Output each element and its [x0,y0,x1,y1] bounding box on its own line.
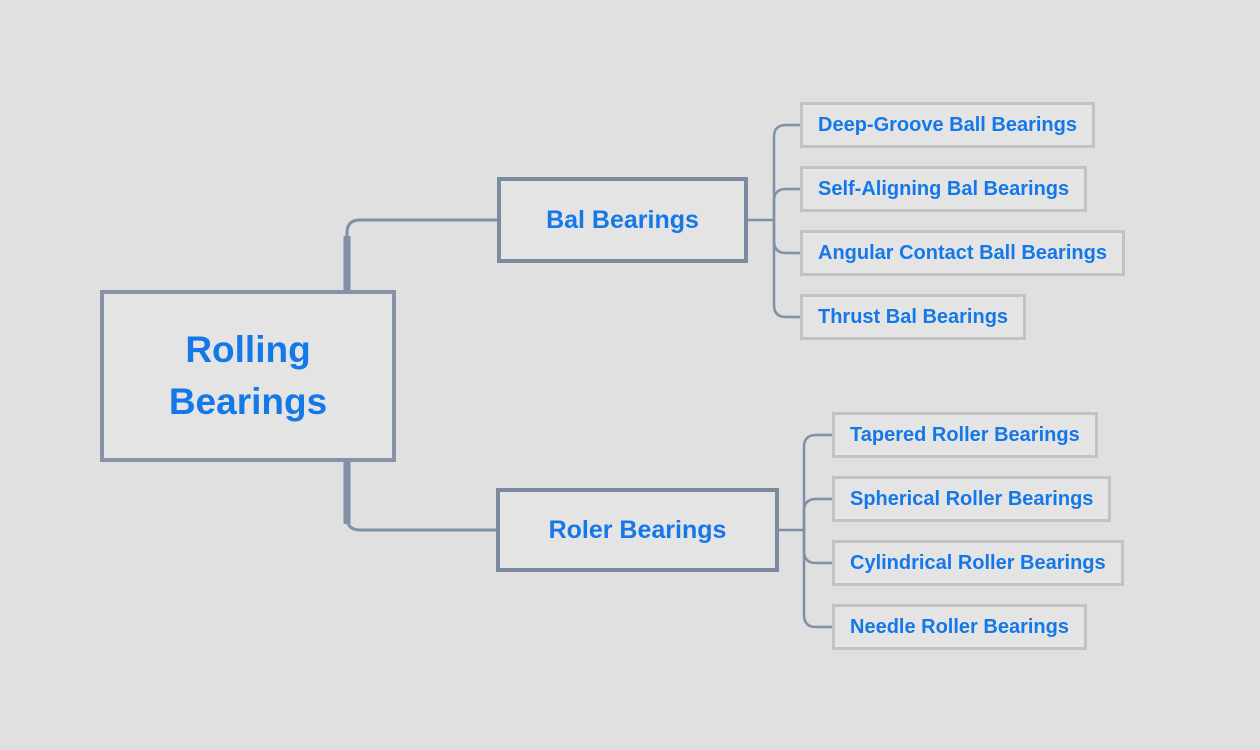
leaf-node-thrust-ball-bearings[interactable]: Thrust Bal Bearings [800,294,1027,340]
leaf-node-cylindrical-roller-bearings[interactable]: Cylindrical Roller Bearings [832,540,1124,586]
leaf-node-needle-roller-bearings[interactable]: Needle Roller Bearings [832,604,1087,650]
root-node-rolling-bearings[interactable]: Rolling Bearings [100,290,396,462]
leaf-node-self-aligning-ball-bearings[interactable]: Self-Aligning Bal Bearings [800,166,1088,212]
leaf-node-tapered-roller-bearings[interactable]: Tapered Roller Bearings [832,412,1098,458]
connector-ball-leaves [748,123,801,319]
leaf-node-deep-groove-ball-bearings[interactable]: Deep-Groove Ball Bearings [800,102,1095,148]
leaf-node-angular-contact-ball-bearings[interactable]: Angular Contact Ball Bearings [800,230,1125,276]
branch-node-ball-bearings[interactable]: Bal Bearings [497,177,748,263]
branch-node-roller-bearings[interactable]: Roler Bearings [496,488,779,572]
connector-roller-leaves [779,433,833,629]
leaf-node-spherical-roller-bearings[interactable]: Spherical Roller Bearings [832,476,1112,522]
